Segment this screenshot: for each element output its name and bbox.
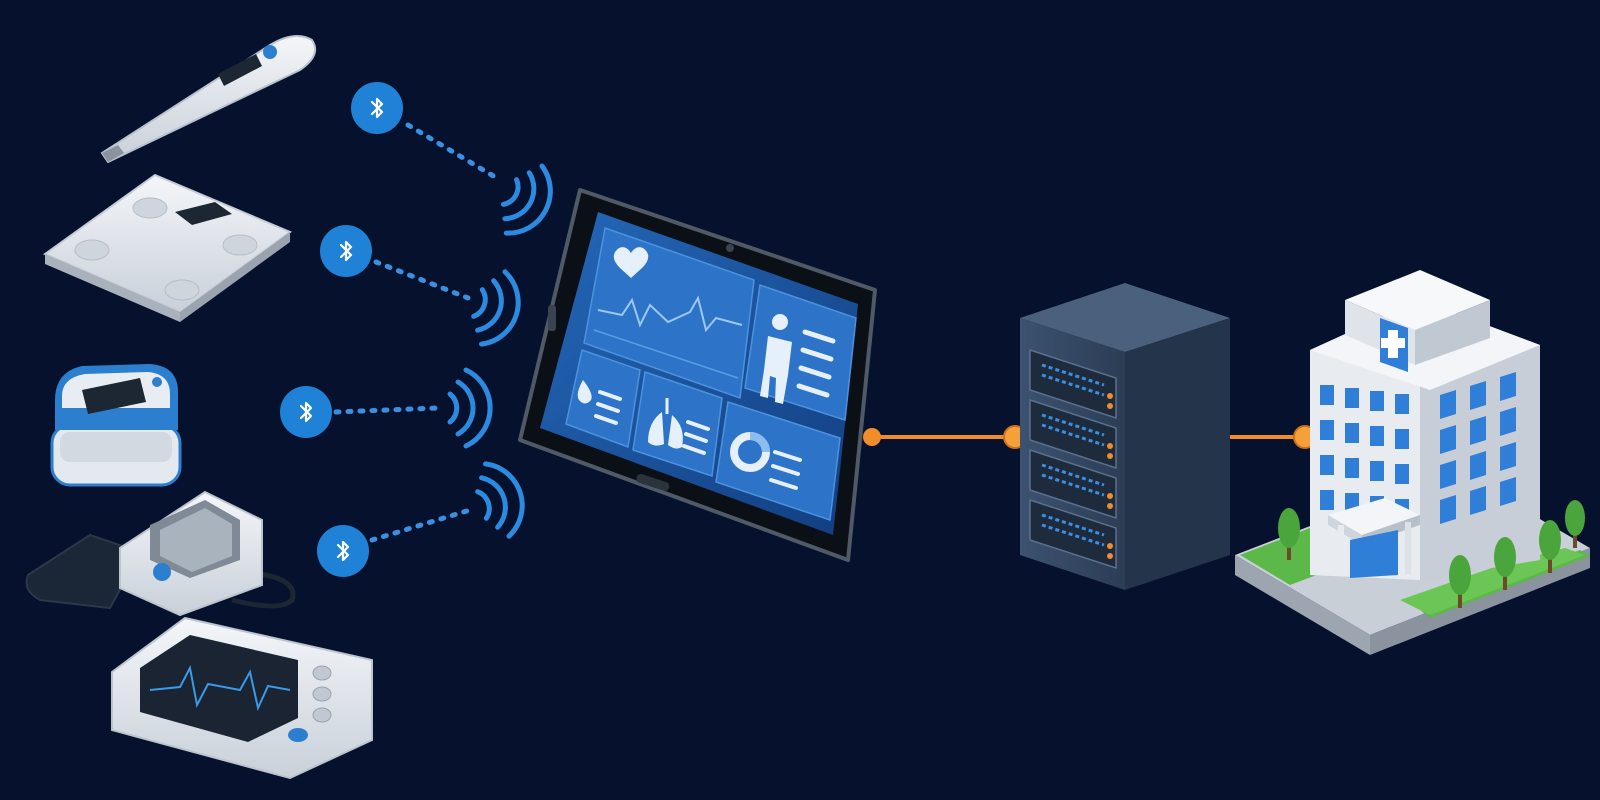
stats-tile bbox=[715, 401, 841, 522]
hydration-tile bbox=[565, 349, 641, 449]
body-weight-scale-device bbox=[42, 173, 293, 322]
hospital-windows bbox=[1320, 372, 1516, 524]
thermometer-device bbox=[100, 35, 316, 164]
bluetooth-link-4 bbox=[317, 456, 532, 577]
tree bbox=[1565, 500, 1585, 548]
heart-icon bbox=[613, 247, 649, 278]
tree bbox=[1494, 537, 1516, 590]
wired-link-tablet-server bbox=[863, 425, 1027, 449]
tree bbox=[1449, 555, 1471, 608]
server-unit bbox=[1029, 448, 1117, 520]
server-unit bbox=[1029, 498, 1117, 570]
server-unit bbox=[1029, 348, 1117, 420]
wifi-signal-icon bbox=[450, 370, 490, 446]
bluetooth-link-1 bbox=[351, 82, 563, 244]
entrance-door bbox=[1350, 530, 1398, 578]
bluetooth-link-2 bbox=[320, 225, 528, 352]
donut-chart-icon bbox=[730, 432, 770, 472]
person-icon bbox=[760, 314, 792, 404]
tree bbox=[1539, 520, 1561, 573]
lungs-icon bbox=[648, 398, 683, 449]
tree bbox=[1278, 508, 1300, 560]
hospital-building bbox=[1235, 270, 1590, 655]
bluetooth-link-3 bbox=[280, 370, 490, 446]
wifi-signal-icon bbox=[470, 456, 532, 541]
home-button bbox=[636, 473, 670, 491]
blood-pressure-monitor-device bbox=[25, 490, 296, 617]
grass-left bbox=[1240, 528, 1330, 585]
wifi-signal-icon bbox=[466, 267, 528, 352]
drop-icon bbox=[577, 380, 592, 404]
server-unit bbox=[1029, 398, 1117, 470]
server-rack bbox=[1020, 283, 1230, 590]
ecg-monitor-device bbox=[111, 616, 373, 780]
pulse-oximeter-device bbox=[50, 364, 182, 487]
medical-cross-icon bbox=[1381, 330, 1405, 358]
tablet-hub bbox=[518, 188, 877, 562]
wifi-signal-icon bbox=[492, 158, 563, 244]
